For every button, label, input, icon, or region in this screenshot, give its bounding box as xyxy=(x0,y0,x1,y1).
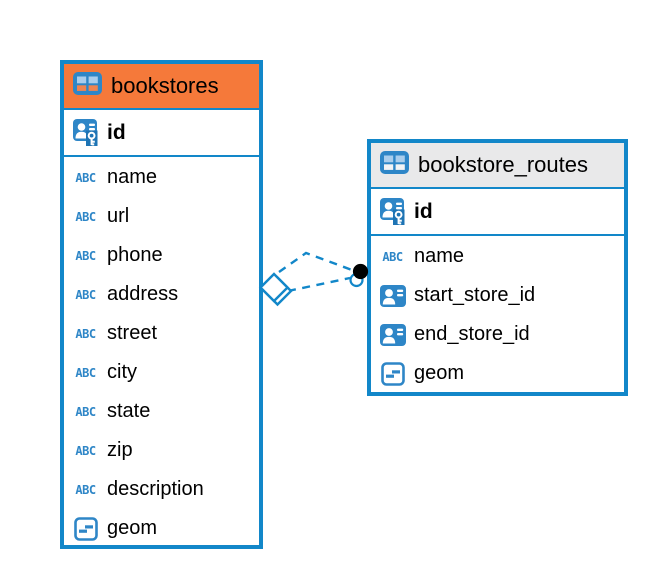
column-name: start_store_id xyxy=(414,284,536,306)
column-name: id xyxy=(107,120,126,144)
column-name: state xyxy=(107,400,151,422)
text-icon: ABC xyxy=(75,209,96,224)
table-icon xyxy=(380,150,409,180)
table-header-bookstore-routes[interactable]: bookstore_routes xyxy=(371,143,624,189)
column-row-phone[interactable]: ABC phone xyxy=(64,236,259,275)
column-name: end_store_id xyxy=(414,323,530,345)
column-name: name xyxy=(107,166,158,188)
text-icon: ABC xyxy=(75,365,96,380)
column-name: description xyxy=(107,478,204,500)
column-name: url xyxy=(107,205,130,227)
text-icon: ABC xyxy=(75,404,96,419)
text-icon: ABC xyxy=(75,326,96,341)
column-name: id xyxy=(414,199,433,223)
column-row-name[interactable]: ABC name xyxy=(371,237,624,276)
column-row-zip[interactable]: ABC zip xyxy=(64,431,259,470)
column-row-geom[interactable]: geom xyxy=(64,509,259,548)
column-row-state[interactable]: ABC state xyxy=(64,392,259,431)
table-bookstore-routes[interactable]: bookstore_routes id ABC name start_store_… xyxy=(367,139,628,396)
columns: ABC name start_store_id end_store_id geom xyxy=(371,236,624,393)
table-title: bookstores xyxy=(111,73,219,98)
table-header-bookstores[interactable]: bookstores xyxy=(64,64,259,110)
column-row-city[interactable]: ABC city xyxy=(64,353,259,392)
geometry-icon xyxy=(72,516,99,541)
table-title: bookstore_routes xyxy=(418,152,588,177)
text-icon: ABC xyxy=(75,170,96,185)
column-row-id[interactable]: id xyxy=(371,189,624,236)
column-name: geom xyxy=(107,517,158,539)
column-name: name xyxy=(414,245,465,267)
text-icon: ABC xyxy=(75,287,96,302)
relationship-dot-marker[interactable] xyxy=(349,263,369,288)
relationship-line-start-store[interactable] xyxy=(278,251,353,273)
column-row-geom[interactable]: geom xyxy=(371,354,624,393)
text-icon: ABC xyxy=(382,249,403,264)
relationship-line-end-store[interactable] xyxy=(287,276,351,293)
column-name: phone xyxy=(107,244,163,266)
column-row-url[interactable]: ABC url xyxy=(64,197,259,236)
primary-key-icon xyxy=(379,197,406,226)
text-icon: ABC xyxy=(75,248,96,263)
relationship-diamond-marker[interactable] xyxy=(258,272,293,307)
primary-key-icon xyxy=(72,118,99,147)
column-name: geom xyxy=(414,362,465,384)
key-columns: id xyxy=(64,110,259,157)
column-row-street[interactable]: ABC street xyxy=(64,314,259,353)
column-row-description[interactable]: ABC description xyxy=(64,470,259,509)
foreign-key-icon xyxy=(379,323,406,346)
foreign-key-icon xyxy=(379,284,406,307)
key-columns: id xyxy=(371,189,624,236)
geometry-icon xyxy=(379,361,406,386)
column-name: address xyxy=(107,283,179,305)
column-row-id[interactable]: id xyxy=(64,110,259,157)
text-icon: ABC xyxy=(75,443,96,458)
column-row-start_store_id[interactable]: start_store_id xyxy=(371,276,624,315)
column-name: city xyxy=(107,361,137,383)
column-row-end_store_id[interactable]: end_store_id xyxy=(371,315,624,354)
column-row-name[interactable]: ABC name xyxy=(64,158,259,197)
table-icon xyxy=(73,71,102,101)
text-icon: ABC xyxy=(75,482,96,497)
column-name: street xyxy=(107,322,158,344)
column-row-address[interactable]: ABC address xyxy=(64,275,259,314)
column-name: zip xyxy=(107,439,133,461)
